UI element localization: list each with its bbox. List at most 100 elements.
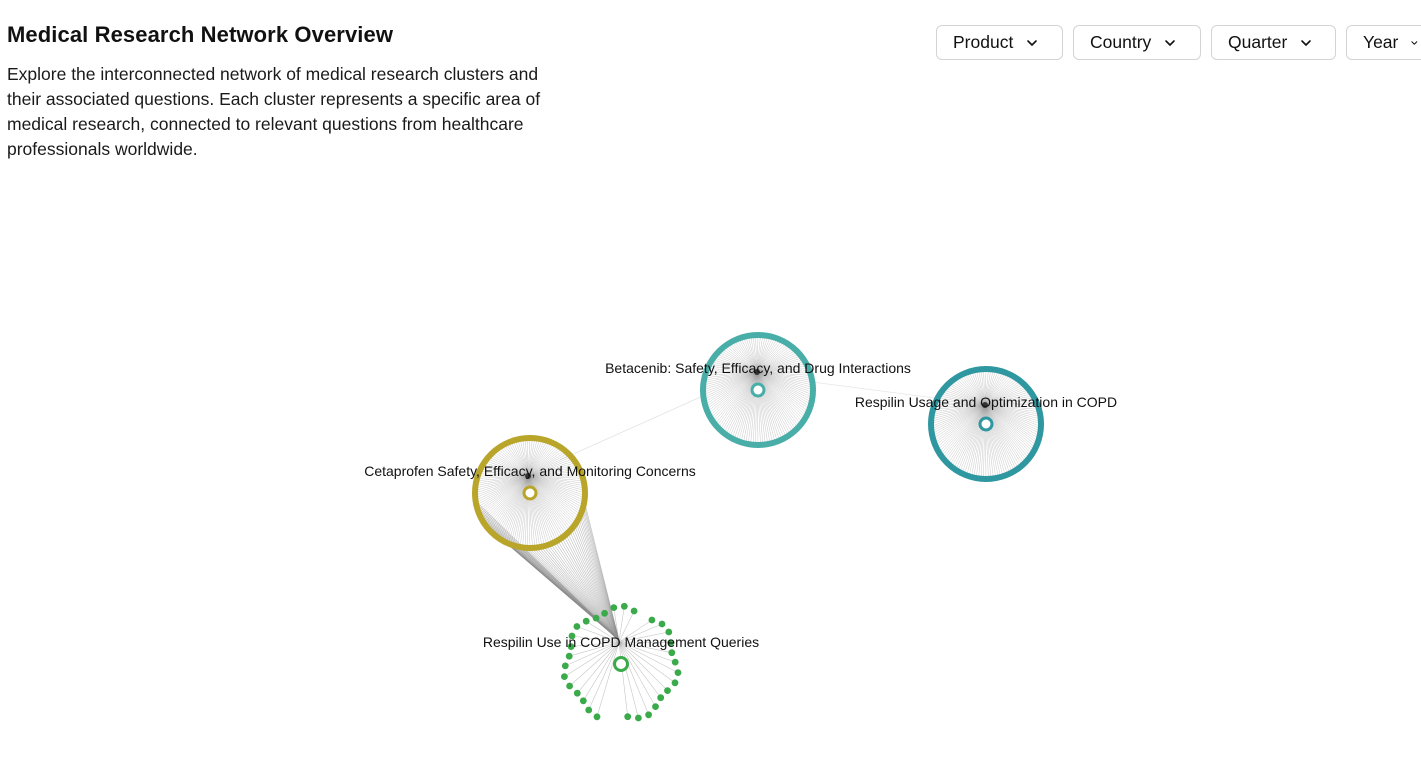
country-filter-dropdown[interactable]: Country [1073,25,1201,60]
question-link [719,349,758,373]
cluster-center-respilin-opt[interactable] [978,416,994,432]
question-link [966,404,986,476]
question-link [756,371,812,376]
cross-cluster-link [528,544,620,641]
quarter-filter-dropdown[interactable]: Quarter [1211,25,1336,60]
question-node[interactable] [648,616,656,624]
question-link [971,370,986,406]
question-link [931,404,986,420]
question-link [704,371,758,376]
cluster-hub-respilin-opt [982,402,988,408]
question-link [588,641,620,711]
question-node[interactable] [635,714,642,722]
question-link [756,371,787,438]
question-node[interactable] [620,602,628,610]
question-link [947,383,986,406]
question-link [756,371,785,439]
cluster-center-cetaprofen[interactable] [522,485,538,501]
question-node[interactable] [664,687,671,694]
question-link [527,439,545,477]
question-link [527,444,557,477]
question-node[interactable] [573,623,581,630]
question-link [586,620,620,643]
question-link [618,641,639,719]
question-node[interactable] [573,689,581,697]
question-node[interactable] [568,632,576,640]
year-filter-dropdown[interactable]: Year [1346,25,1421,60]
question-link [756,359,804,373]
question-link [723,346,758,373]
cross-cluster-link [538,544,620,641]
question-link [527,466,579,477]
question-link [618,641,672,653]
question-link [756,335,766,373]
question-link [931,404,986,432]
question-node[interactable] [585,706,593,714]
question-node[interactable] [624,713,632,721]
question-link [984,404,1017,471]
question-link [738,338,758,373]
question-node[interactable] [565,652,573,660]
question-link [527,475,574,528]
question-node[interactable] [601,609,608,617]
chevron-down-icon [1027,39,1038,46]
question-link [527,475,577,524]
question-node[interactable] [561,662,569,670]
question-link [973,370,986,406]
question-link [936,404,986,449]
question-link [984,369,997,406]
cross-cluster-link [562,534,620,641]
cluster-ring-cetaprofen[interactable] [472,435,588,551]
question-link [931,404,986,422]
question-link [716,353,758,373]
question-link [474,475,529,494]
question-link [527,475,584,506]
question-node[interactable] [645,711,652,719]
cluster-ring-respilin-opt[interactable] [928,366,1044,482]
question-node[interactable] [658,620,666,628]
question-link [480,468,529,477]
question-link [527,438,529,477]
question-link [755,335,758,373]
question-link [721,348,758,373]
question-node[interactable] [593,713,601,721]
question-link [756,371,805,421]
question-link [527,458,574,477]
question-node[interactable] [667,639,675,647]
question-node[interactable] [566,682,573,690]
question-link [756,371,813,386]
question-link [953,404,986,469]
question-link [618,641,679,673]
product-filter-dropdown[interactable]: Product [936,25,1063,60]
cluster-labels: Betacenib: Safety, Efficacy, and Drug In… [364,360,1117,650]
question-link [729,342,758,373]
question-node[interactable] [579,697,587,705]
question-link [486,458,529,477]
cluster-ring-betacenib[interactable] [700,332,816,448]
cluster-center-betacenib[interactable] [750,382,766,398]
question-node[interactable] [674,669,682,676]
question-node[interactable] [561,673,568,680]
question-node[interactable] [592,614,600,622]
question-link [984,373,1008,406]
question-node[interactable] [582,617,590,625]
question-node[interactable] [610,604,618,611]
question-node[interactable] [567,643,575,650]
question-link [984,375,1013,406]
question-link [721,371,758,432]
question-link [731,371,758,439]
question-node[interactable] [630,607,638,615]
cluster-center-respilin-queries[interactable] [613,656,629,672]
question-node[interactable] [665,628,673,636]
question-node[interactable] [657,694,665,702]
question-link [932,404,986,437]
question-node[interactable] [671,679,679,687]
question-link [944,387,986,406]
question-link [984,404,1041,415]
question-node[interactable] [671,658,679,666]
question-link [475,475,529,499]
question-link [984,404,1006,476]
question-node[interactable] [652,703,659,710]
question-node[interactable] [668,649,676,657]
